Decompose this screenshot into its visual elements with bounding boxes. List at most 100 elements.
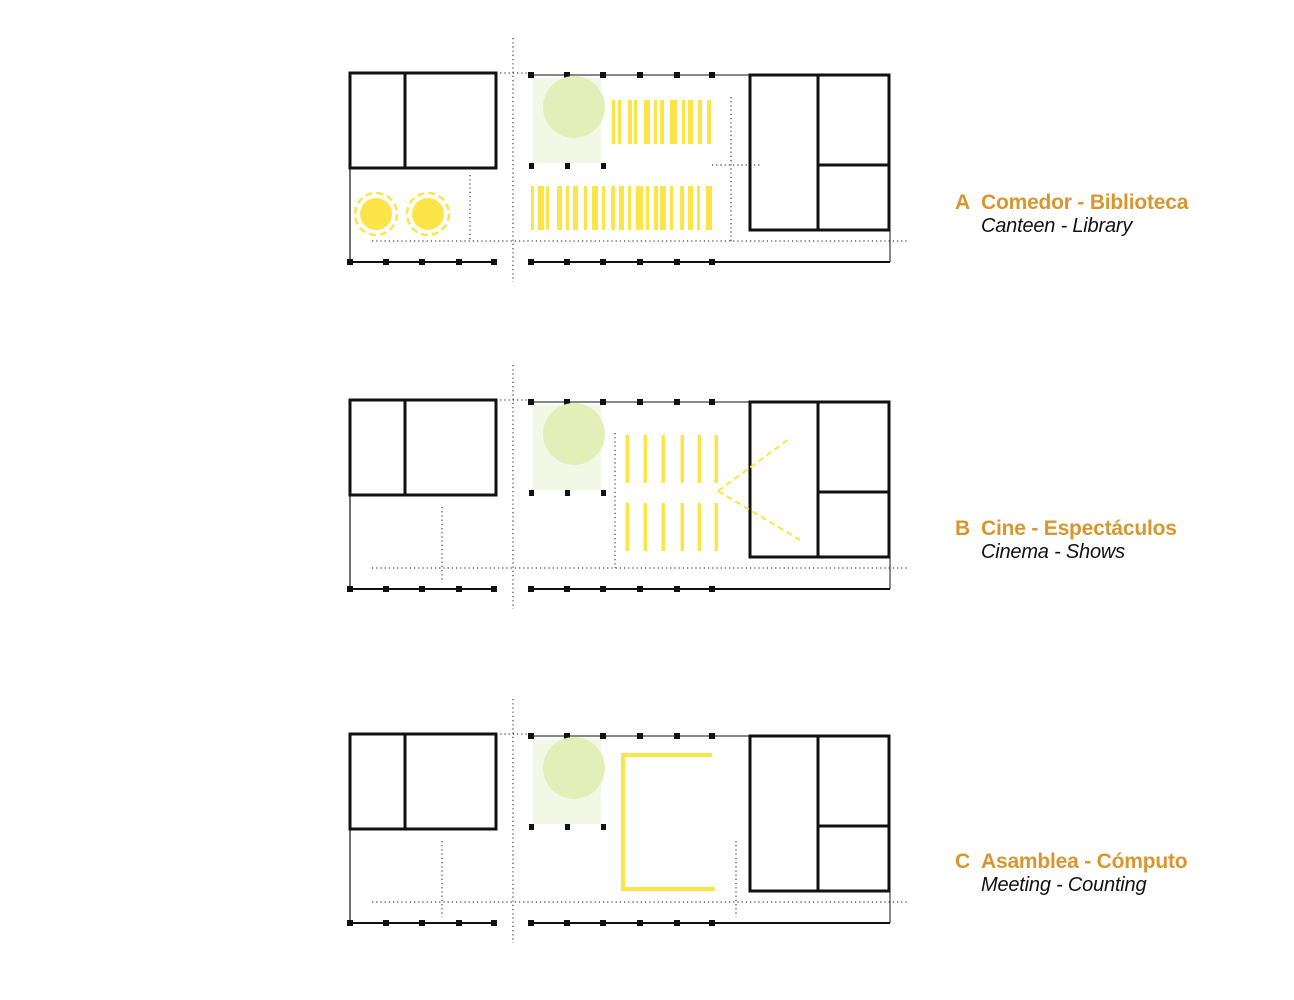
shelf-stripe — [612, 100, 615, 144]
caption-subtitle: Cinema - Shows — [981, 541, 1125, 563]
column-bottom — [419, 586, 425, 592]
column-bottom — [419, 259, 425, 265]
garden-tree — [543, 403, 605, 465]
assembly-table — [621, 753, 715, 891]
column-bottom — [347, 586, 353, 592]
column-bottom — [383, 259, 389, 265]
column-top — [637, 399, 643, 405]
seat-row — [625, 503, 629, 551]
column-top — [528, 733, 534, 739]
shelf-stripe — [557, 186, 562, 230]
shelf-stripe — [654, 100, 657, 144]
shelf-stripe — [706, 186, 712, 230]
shelf-stripe — [698, 100, 702, 144]
shelf-stripe — [538, 186, 544, 230]
shelf-stripe — [660, 186, 666, 230]
column-bottom — [674, 259, 680, 265]
shelf-stripe — [697, 186, 700, 230]
caption-title-text: Comedor - Biblioteca — [981, 191, 1189, 214]
column-bottom — [419, 920, 425, 926]
shelf-stripe — [573, 186, 578, 230]
caption-subtitle: Meeting - Counting — [981, 874, 1147, 896]
shelf-stripe — [628, 100, 632, 144]
column-bottom — [456, 920, 462, 926]
shelf-stripe — [619, 186, 624, 230]
column-bottom — [600, 259, 606, 265]
left-block-outline — [348, 398, 498, 497]
shelf-stripe — [660, 100, 664, 144]
column-bottom — [564, 259, 570, 265]
caption-letter: A — [955, 191, 970, 214]
column-bottom — [383, 586, 389, 592]
column-bottom — [456, 259, 462, 265]
seat-row — [625, 435, 629, 483]
shelf-stripe — [688, 100, 693, 144]
plan-a — [347, 38, 907, 282]
projection-line — [717, 490, 801, 541]
shelf-stripe — [531, 186, 534, 230]
round-table — [360, 198, 392, 230]
column-top — [709, 72, 715, 78]
seat-row — [697, 503, 701, 551]
shelf-stripe — [611, 186, 615, 230]
column-bottom — [637, 259, 643, 265]
column-bottom — [347, 920, 353, 926]
shelf-stripe — [646, 186, 649, 230]
column-bottom — [709, 259, 715, 265]
shelf-stripe — [592, 186, 598, 230]
column-bottom — [491, 920, 497, 926]
column-mid — [529, 824, 534, 830]
column-bottom — [528, 586, 534, 592]
seat-row — [714, 435, 718, 483]
shelf-stripe — [628, 186, 631, 230]
column-top — [709, 399, 715, 405]
column-bottom — [709, 586, 715, 592]
shelf-stripe — [680, 186, 684, 230]
shelf-stripe — [584, 186, 587, 230]
column-bottom — [528, 920, 534, 926]
column-top — [674, 72, 680, 78]
plan-c — [347, 699, 907, 943]
column-mid — [565, 824, 570, 830]
column-bottom — [709, 920, 715, 926]
garden-tree — [543, 737, 605, 799]
column-top — [600, 399, 606, 405]
shelf-stripe — [634, 100, 637, 144]
seat-row — [697, 435, 701, 483]
column-bottom — [674, 920, 680, 926]
shelf-stripe — [644, 100, 650, 144]
column-top — [637, 72, 643, 78]
caption-letter: B — [955, 517, 970, 540]
shelf-stripe — [618, 100, 621, 144]
column-top — [564, 399, 570, 405]
garden-tree — [543, 76, 605, 138]
shelf-stripe — [670, 186, 673, 230]
table-chairs-ring — [353, 191, 399, 237]
column-bottom — [600, 920, 606, 926]
shelf-stripe — [602, 186, 605, 230]
caption-title-text: Asamblea - Cómputo — [981, 850, 1188, 873]
shelf-stripe — [566, 186, 569, 230]
column-bottom — [637, 586, 643, 592]
column-bottom — [491, 259, 497, 265]
column-bottom — [383, 920, 389, 926]
shelf-stripe — [546, 186, 549, 230]
round-table — [412, 198, 444, 230]
caption-letter: C — [955, 850, 970, 873]
column-bottom — [674, 586, 680, 592]
column-top — [600, 733, 606, 739]
column-top — [528, 399, 534, 405]
seat-row — [643, 503, 647, 551]
seat-row — [680, 435, 684, 483]
shelf-stripe — [688, 186, 693, 230]
caption-title: A Comedor - Biblioteca — [955, 192, 1188, 213]
table-chairs-ring — [405, 191, 451, 237]
seat-row — [661, 503, 665, 551]
column-bottom — [637, 920, 643, 926]
seat-row — [661, 435, 665, 483]
left-block-outline — [348, 732, 498, 831]
